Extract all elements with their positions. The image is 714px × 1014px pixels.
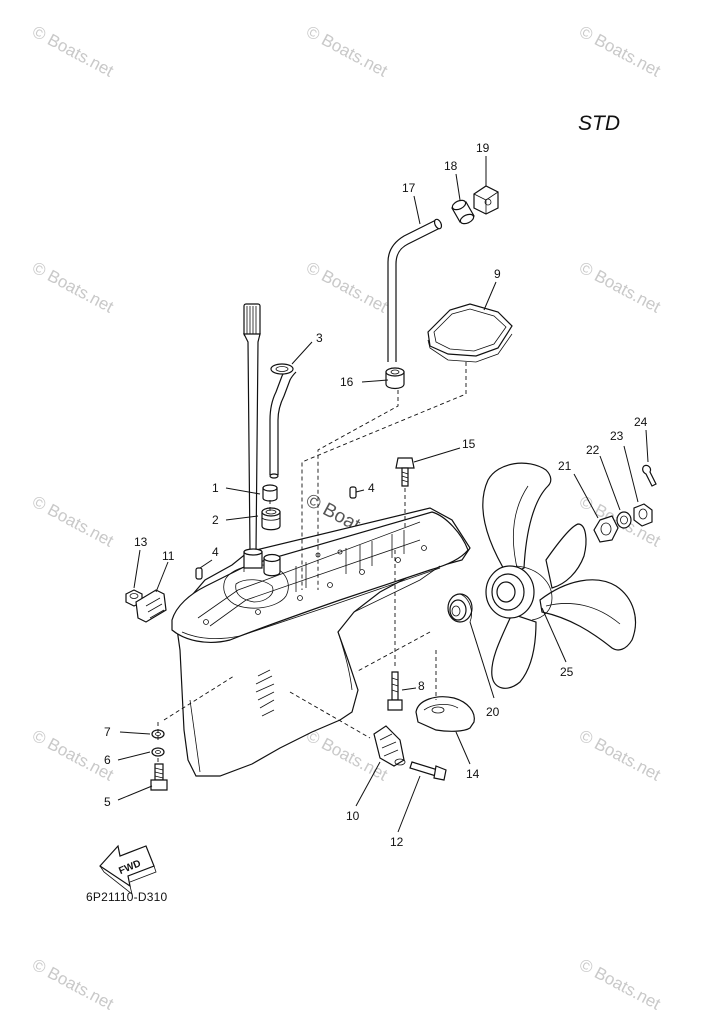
hose — [387, 218, 443, 362]
dowel-pin-left — [195, 567, 203, 580]
callout-4-left: 4 — [212, 545, 219, 559]
bushing — [262, 484, 278, 502]
callout-9: 9 — [494, 267, 501, 281]
callout-22: 22 — [586, 443, 600, 457]
diagram-code: 6P21110-D310 — [86, 890, 168, 904]
bolt-15 — [395, 457, 415, 487]
nut-23 — [633, 503, 653, 527]
grommet-18 — [451, 199, 475, 225]
trim-tab-anode — [373, 725, 406, 767]
forward-arrow: FWD — [99, 844, 157, 896]
callout-17: 17 — [402, 181, 416, 195]
leader-lines — [117, 156, 649, 833]
grommet — [261, 507, 281, 531]
callout-numbers: 1 2 3 4 4 5 6 7 8 9 10 11 12 13 14 15 16… — [104, 141, 648, 849]
callout-4-right: 4 — [368, 481, 375, 495]
callout-1: 1 — [212, 481, 219, 495]
callout-3: 3 — [316, 331, 323, 345]
callout-12: 12 — [390, 835, 404, 849]
bolt-8 — [387, 671, 403, 711]
callout-23: 23 — [610, 429, 624, 443]
callout-18: 18 — [444, 159, 458, 173]
gasket — [427, 303, 513, 363]
spacer — [593, 515, 619, 543]
drive-shaft — [243, 303, 263, 569]
callout-24: 24 — [634, 415, 648, 429]
bolt-12 — [409, 761, 447, 781]
callout-16: 16 — [340, 375, 354, 389]
callout-20: 20 — [486, 705, 500, 719]
callout-25: 25 — [560, 665, 574, 679]
callout-19: 19 — [476, 141, 490, 155]
callout-14: 14 — [466, 767, 480, 781]
diagram-drawing: 1 2 3 4 4 5 6 7 8 9 10 11 12 13 14 15 16… — [99, 141, 657, 896]
washer-22 — [616, 511, 632, 529]
callout-13: 13 — [134, 535, 148, 549]
anode-11 — [135, 589, 167, 623]
variant-label: STD — [578, 112, 620, 135]
dowel-pin-right — [349, 486, 357, 499]
parts-diagram: © Boats.net © Boats.net © Boats.net © Bo… — [29, 22, 664, 1014]
cotter-pin — [642, 464, 657, 487]
water-tube — [269, 363, 297, 479]
callout-11: 11 — [162, 549, 175, 563]
callout-10: 10 — [346, 809, 360, 823]
pump-outlet — [263, 553, 281, 577]
callout-21: 21 — [558, 459, 572, 473]
callout-6: 6 — [104, 753, 111, 767]
bolt-5 — [150, 763, 168, 791]
callout-5: 5 — [104, 795, 111, 809]
thrust-holder — [447, 593, 473, 623]
callout-7: 7 — [104, 725, 111, 739]
callout-2: 2 — [212, 513, 219, 527]
hose-fitting — [385, 367, 405, 390]
trim-tab — [415, 696, 475, 732]
clip — [473, 185, 499, 215]
callout-15: 15 — [462, 437, 476, 451]
washer-6 — [151, 747, 165, 757]
callout-8: 8 — [418, 679, 425, 693]
propeller — [482, 462, 637, 689]
assembly-lines — [157, 362, 467, 764]
